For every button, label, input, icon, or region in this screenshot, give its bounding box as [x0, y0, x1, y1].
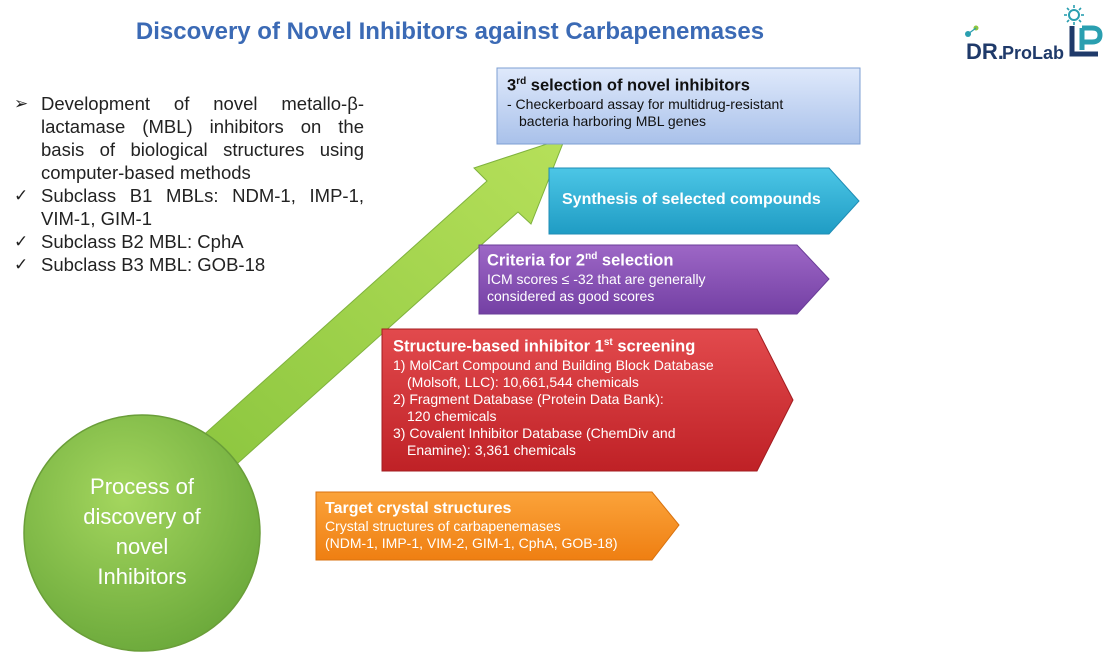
bullet-text: Subclass B2 MBL: CphA	[41, 231, 244, 252]
logo-text-prefix: DR.	[966, 39, 1004, 64]
target-structures-arrow-shape	[315, 491, 680, 561]
bullet-item: ✓ Subclass B3 MBL: GOB-18	[14, 253, 364, 276]
target-structures-heading: Target crystal structures	[325, 500, 512, 517]
checkmark-icon: ✓	[14, 232, 29, 251]
second-selection-line: considered as good scores	[487, 287, 655, 304]
circle-line: Inhibitors	[97, 564, 187, 589]
first-screening-arrow-shape	[381, 328, 794, 472]
third-selection-heading: 3rd selection of novel inhibitors	[507, 76, 750, 95]
logo-p-mark	[1079, 25, 1103, 50]
logo-l-mark	[1069, 26, 1098, 57]
circle-label: Process of discovery of novel Inhibitors	[28, 472, 256, 592]
bullet-text: Subclass B3 MBL: GOB-18	[41, 254, 266, 275]
third-selection-line: bacteria harboring MBL genes	[519, 112, 707, 129]
second-selection-content: Criteria for 2nd selection ICM scores ≤ …	[487, 251, 787, 305]
target-structures-line: Crystal structures of carbapenemases	[325, 518, 561, 534]
checkmark-icon: ✓	[14, 255, 29, 274]
first-screening-heading: Structure-based inhibitor 1st screening	[393, 337, 696, 356]
logo-sun-icon	[1068, 9, 1080, 21]
first-screening-line: 3) Covalent Inhibitor Database (ChemDiv …	[393, 424, 676, 441]
bullet-item: ✓ Subclass B1 MBLs: NDM-1, IMP-1, VIM-1,…	[14, 184, 364, 230]
bullet-item: ➢ Development of novel metallo-β-lactama…	[14, 92, 364, 184]
third-selection-line: - Checkerboard assay for multidrug-resis…	[507, 95, 784, 112]
target-structures-line: (NDM-1, IMP-1, VIM-2, GIM-1, CphA, GOB-1…	[325, 535, 618, 551]
bullet-item: ✓ Subclass B2 MBL: CphA	[14, 230, 364, 253]
synthesis-content: Synthesis of selected compounds	[562, 191, 842, 209]
second-selection-line: ICM scores ≤ -32 that are generally	[487, 270, 706, 287]
second-selection-heading: Criteria for 2nd selection	[487, 251, 674, 270]
page-title: Discovery of Novel Inhibitors against Ca…	[135, 18, 765, 45]
synthesis-arrow-shape	[548, 167, 860, 235]
logo-text-main: ProLab	[1002, 43, 1064, 63]
bullet-text: Subclass B1 MBLs: NDM-1, IMP-1, VIM-1, G…	[41, 185, 364, 229]
second-selection-arrow-shape	[478, 244, 830, 315]
bullet-text: Development of novel metallo-β-lactamase…	[41, 93, 364, 183]
checkmark-icon: ✓	[14, 186, 29, 205]
first-screening-line: 1) MolCart Compound and Building Block D…	[393, 356, 714, 373]
progress-arrow	[197, 137, 566, 472]
process-circle	[23, 414, 261, 652]
circle-line: discovery of	[83, 504, 201, 529]
arrow-bullet-icon: ➢	[14, 94, 29, 113]
circle-line: Process of	[90, 474, 194, 499]
third-selection-content: 3rd selection of novel inhibitors - Chec…	[507, 76, 852, 130]
first-screening-line: 2) Fragment Database (Protein Data Bank)…	[393, 390, 664, 407]
dr-prolab-logo: DR. ProLab	[962, 4, 1104, 66]
first-screening-line: (Molsoft, LLC): 10,661,544 chemicals	[407, 373, 639, 390]
first-screening-content: Structure-based inhibitor 1st screening …	[393, 337, 753, 459]
third-selection-box	[496, 67, 861, 145]
target-structures-content: Target crystal structures Crystal struct…	[325, 500, 665, 552]
logo-graphic: DR. ProLab	[965, 5, 1103, 64]
first-screening-line: 120 chemicals	[407, 407, 497, 424]
circle-line: novel	[115, 534, 169, 559]
bullet-list: ➢ Development of novel metallo-β-lactama…	[14, 92, 364, 276]
first-screening-line: Enamine): 3,361 chemicals	[407, 441, 576, 458]
synthesis-heading: Synthesis of selected compounds	[562, 191, 821, 208]
